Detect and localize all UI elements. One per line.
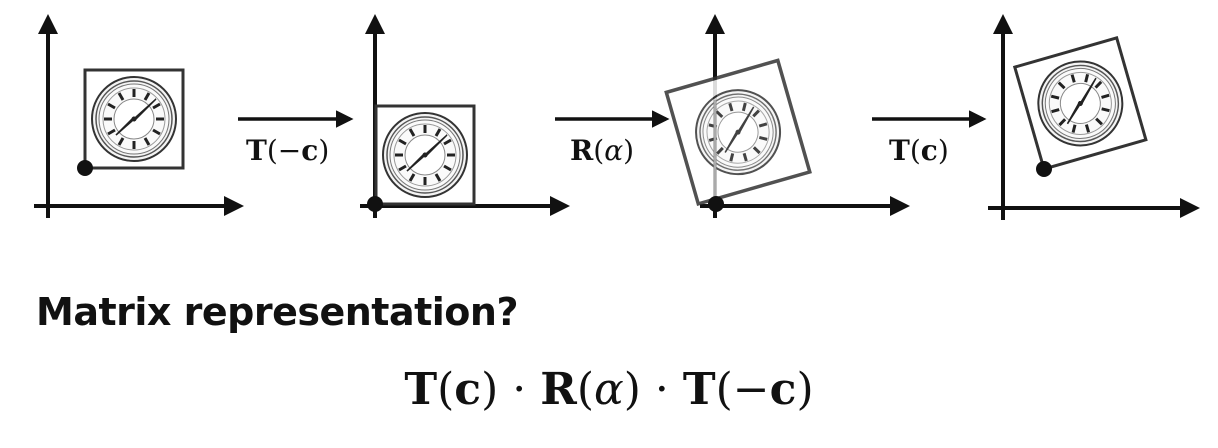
clock-square [83,68,185,170]
formula-arg: c [454,364,482,415]
formula-neg: − [732,364,770,415]
formula-paren: ) [481,364,499,415]
formula-arg: c [769,364,797,415]
panel-original [34,14,244,218]
label-translate-neg: T(−c) [246,134,329,167]
neg-sign: − [278,134,301,167]
close-paren: ) [318,134,329,167]
clock-square [1012,36,1148,171]
pivot-point [367,196,383,212]
formula-paren: ( [437,364,455,415]
panel-translated [360,14,570,218]
panel-final [988,14,1200,220]
pivot-point [1036,161,1052,177]
formula-dot: · [640,364,683,415]
formula-paren: ( [576,364,594,415]
clock-square [374,104,476,206]
open-paren: ( [267,134,278,167]
clock-square [664,58,812,207]
op: T [246,134,267,167]
formula-op: T [682,364,716,415]
label-rotate: R(α) [570,134,634,167]
op: T [889,134,910,167]
pivot-point [77,160,93,176]
formula-paren: ) [796,364,814,415]
panel-rotated [664,14,910,218]
formula-arg: α [593,364,624,415]
pivot-point [708,196,724,212]
close-paren: ) [938,134,949,167]
formula-op: T [404,364,438,415]
section-heading: Matrix representation? [36,290,519,334]
open-paren: ( [593,134,604,167]
formula-dot: · [498,364,541,415]
arg: c [921,134,938,167]
formula-paren: ( [715,364,733,415]
op: R [570,134,594,167]
open-paren: ( [910,134,921,167]
matrix-formula: T(c) · R(α) · T(−c) [0,364,1218,415]
close-paren: ) [623,134,634,167]
arg: c [301,134,318,167]
arg: α [604,134,623,167]
label-translate-pos: T(c) [889,134,949,167]
formula-paren: ) [623,364,641,415]
formula-op: R [540,364,577,415]
